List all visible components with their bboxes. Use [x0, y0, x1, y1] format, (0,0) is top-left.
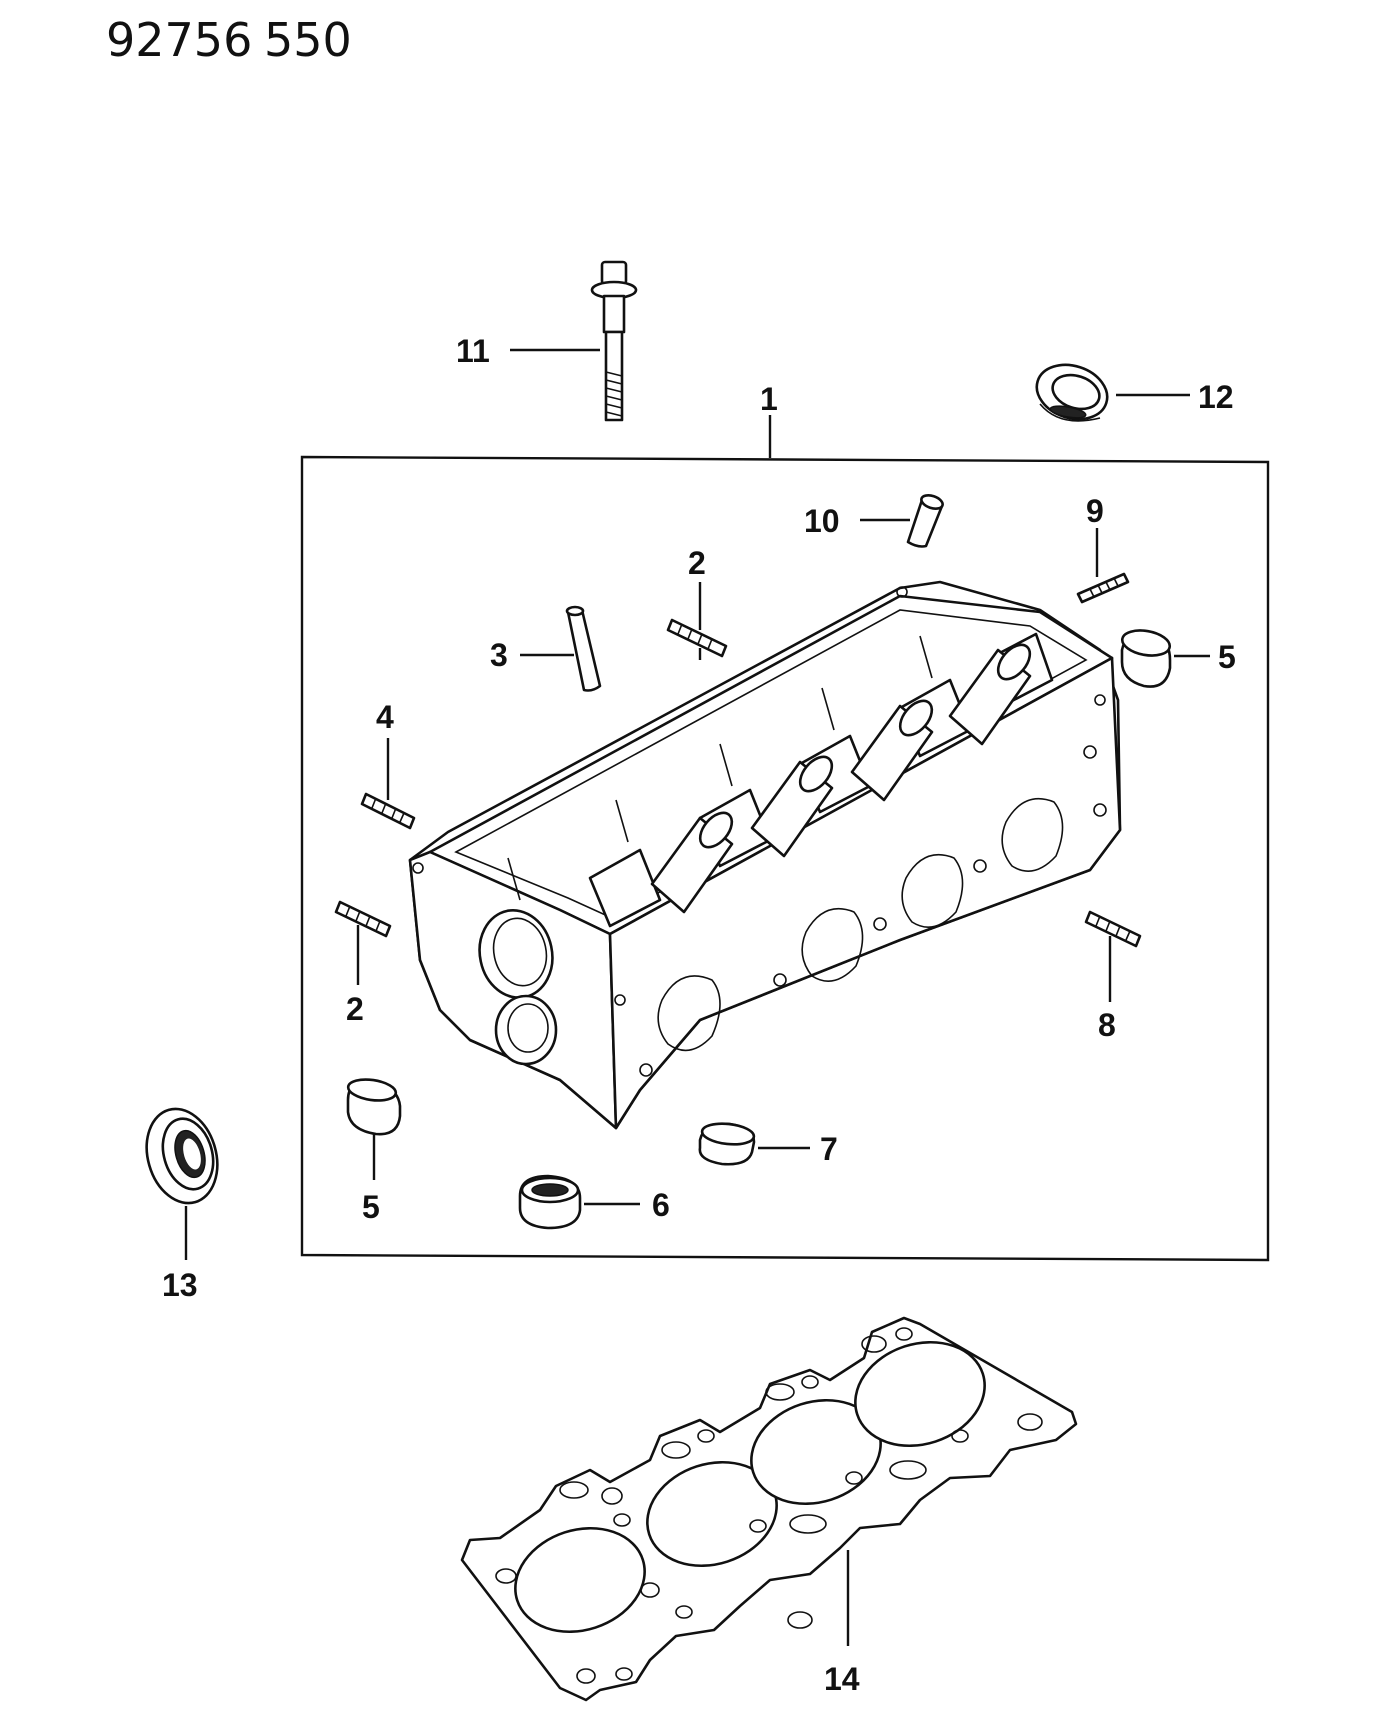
- oil-seal-icon: [145, 1107, 219, 1205]
- callout-7: 7: [820, 1131, 838, 1167]
- callout-9: 9: [1086, 493, 1104, 529]
- bolt-icon: [590, 260, 638, 422]
- cap-icon: [1035, 363, 1109, 422]
- stud-icon: [666, 618, 728, 658]
- callout-2-top: 2: [688, 545, 706, 581]
- callout-5-left: 5: [362, 1189, 380, 1225]
- callout-13: 13: [162, 1267, 198, 1303]
- diagram-code-right: 550: [264, 13, 352, 67]
- callout-3: 3: [490, 637, 508, 673]
- callout-1: 1: [760, 381, 778, 417]
- cylinder-head-icon: [408, 580, 1122, 1130]
- callout-10: 10: [804, 503, 840, 539]
- ring-icon: [698, 1122, 756, 1166]
- callout-8: 8: [1098, 1007, 1116, 1043]
- stud-icon: [1076, 572, 1130, 604]
- stud-icon: [1084, 910, 1142, 948]
- diagram-code-left: 92756: [106, 13, 252, 67]
- callout-2-left: 2: [346, 991, 364, 1027]
- callout-5-right: 5: [1218, 639, 1236, 675]
- head-gasket-icon: [460, 1316, 1078, 1702]
- callout-14: 14: [824, 1661, 860, 1697]
- stud-icon: [334, 900, 392, 938]
- stud-icon: [360, 792, 416, 830]
- plug-icon: [346, 1078, 402, 1136]
- assembly-frame: [300, 415, 1270, 1262]
- pin-icon: [565, 605, 602, 692]
- callout-labels: 1 2 2 3 4 5 5 6 7 8 9 10 11 12 13 14: [162, 333, 1236, 1697]
- callout-12: 12: [1198, 379, 1234, 415]
- ring-icon: [518, 1174, 582, 1230]
- pin-icon: [906, 494, 944, 548]
- callout-11: 11: [456, 333, 490, 369]
- plug-icon: [1120, 629, 1172, 688]
- callout-4: 4: [376, 699, 394, 735]
- callout-6: 6: [652, 1187, 670, 1223]
